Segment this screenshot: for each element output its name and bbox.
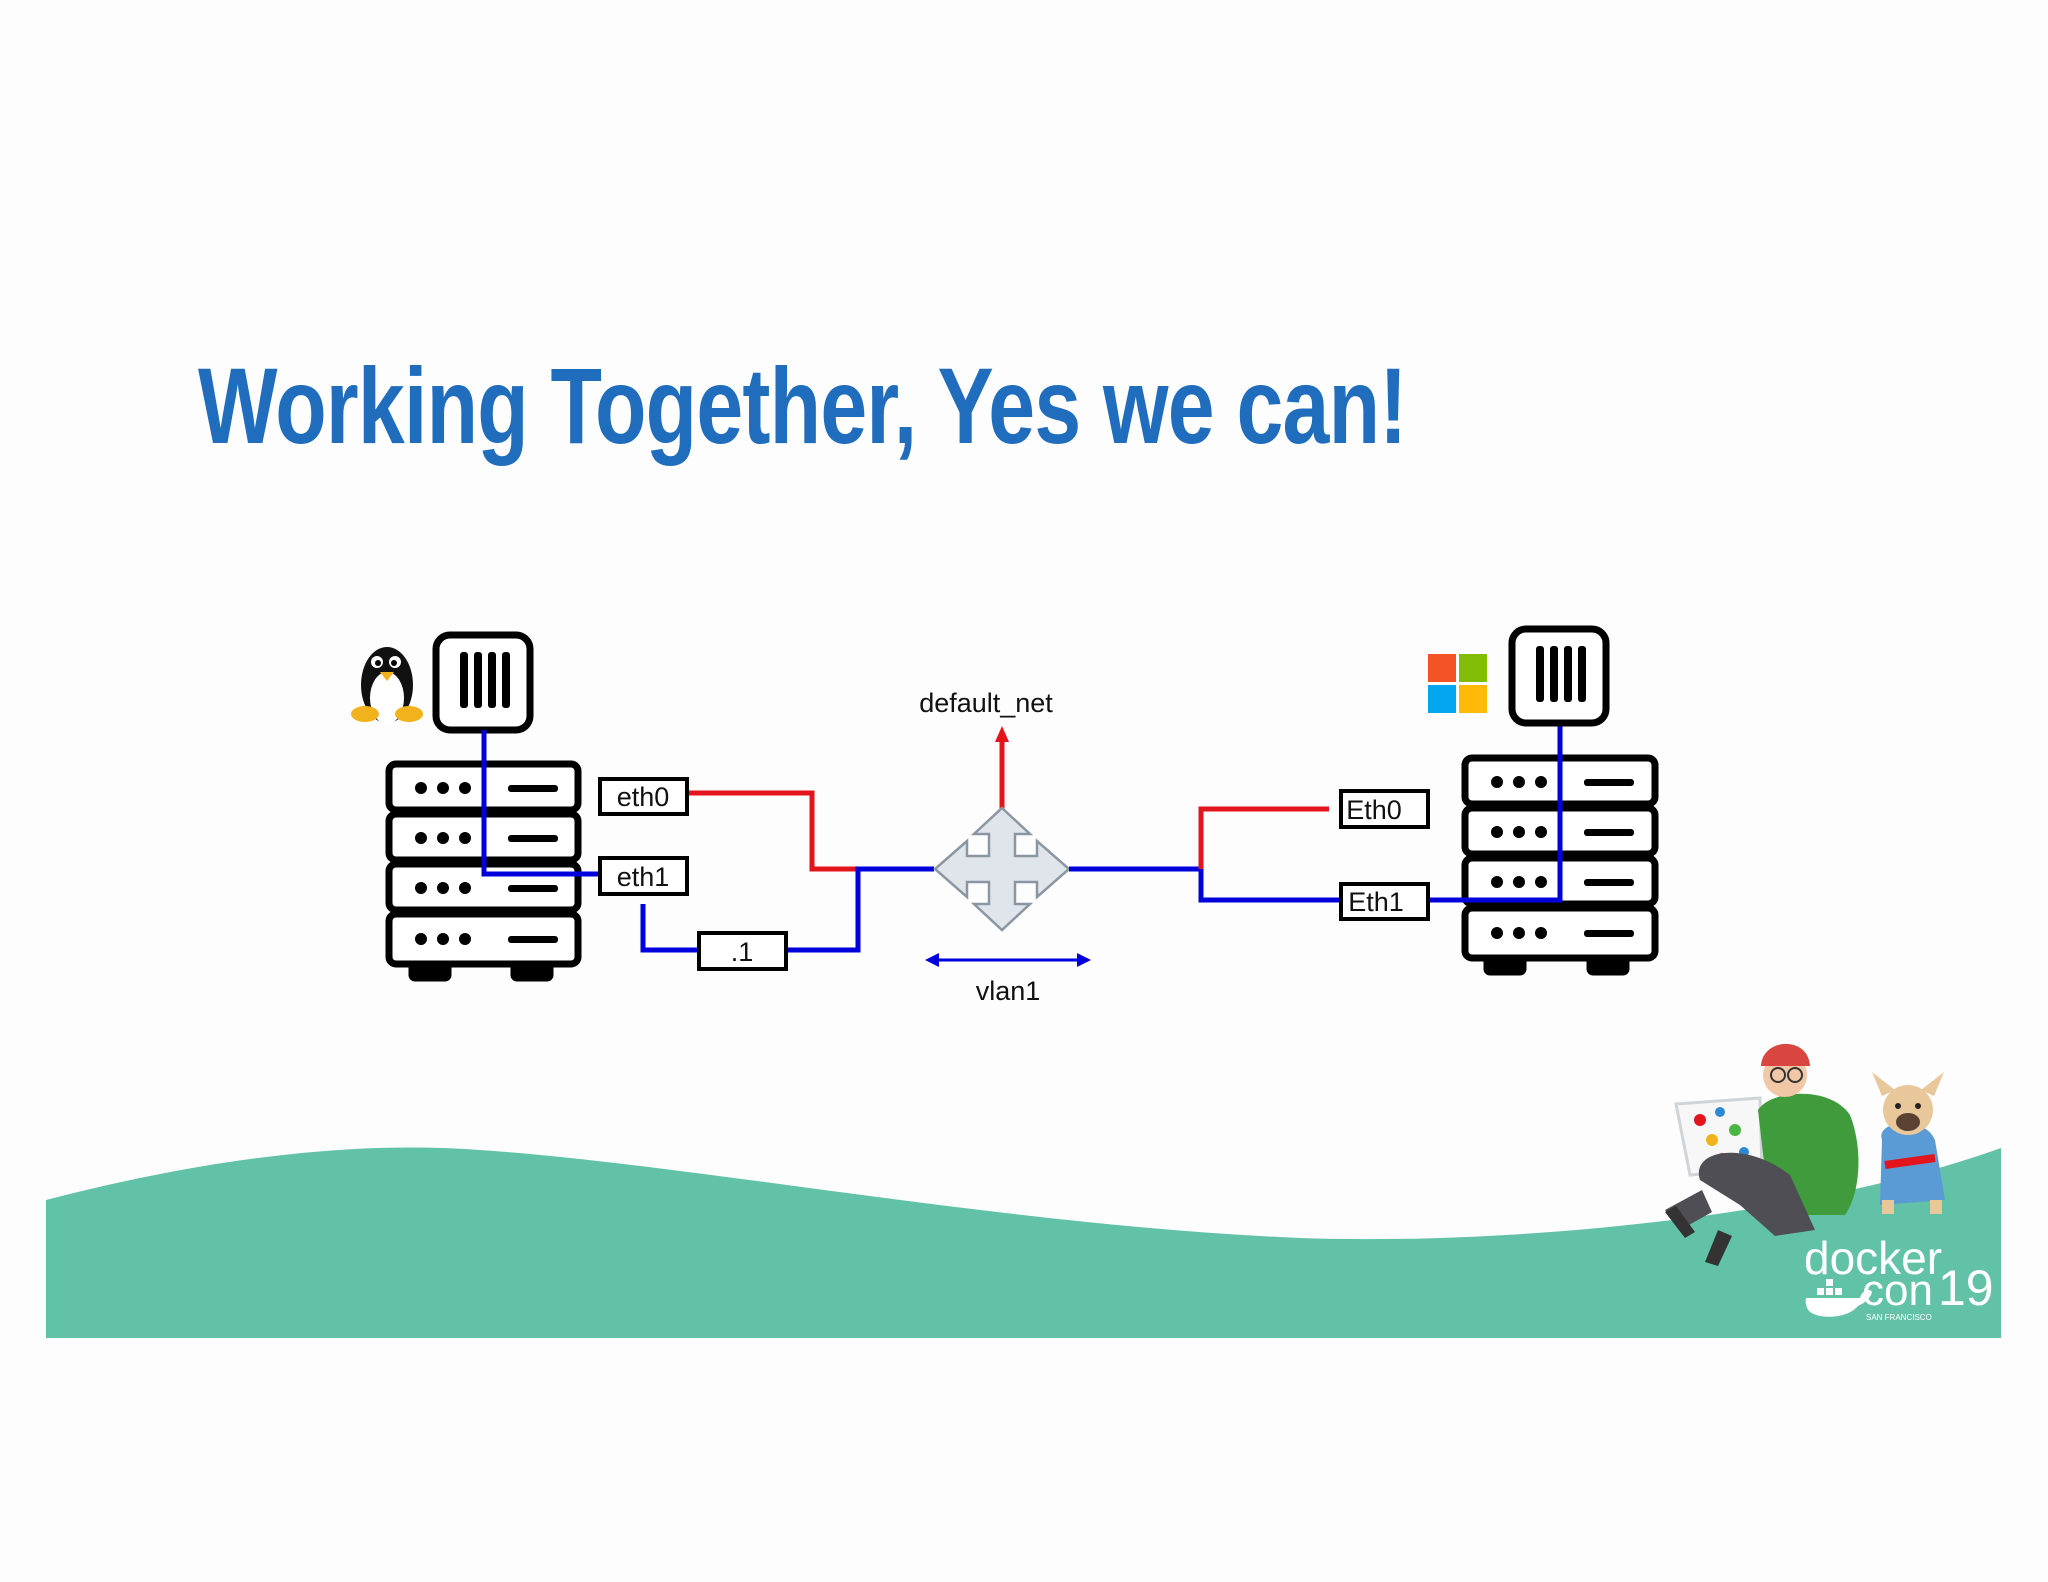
left-container-icon: [432, 631, 534, 734]
windows-logo-icon: [1428, 654, 1487, 713]
linux-penguin-icon: [351, 647, 423, 724]
svg-text:docker: docker: [1804, 1232, 1942, 1284]
svg-text:eth0: eth0: [617, 782, 670, 812]
gateway-port: .1: [697, 931, 788, 971]
svg-text:eth1: eth1: [617, 862, 670, 892]
docker-whale-icon: [1805, 1290, 1872, 1317]
dockercon-logo: docker con 19 SAN FRANCISCO: [1804, 1232, 1994, 1322]
right-default-link: [1198, 806, 1329, 869]
default-net-arrowhead: [995, 726, 1009, 742]
gateway-vlan-link: [640, 904, 697, 953]
svg-text:19: 19: [1938, 1260, 1994, 1316]
right-container-icon: [1508, 625, 1610, 727]
left-vlan-link: [787, 866, 934, 953]
left-container-link: [481, 730, 598, 877]
svg-text:Eth0: Eth0: [1346, 795, 1402, 825]
svg-text:Eth1: Eth1: [1348, 887, 1404, 917]
right-vlan-link: [1069, 866, 1339, 903]
left-rack-indicators: [415, 782, 558, 945]
svg-text:con: con: [1862, 1266, 1933, 1315]
right-eth1-port: Eth1: [1339, 882, 1430, 921]
left-eth1-port: eth1: [598, 856, 689, 896]
vlan1-left-arrowhead: [925, 953, 939, 967]
eth0-default-link: [689, 790, 858, 872]
svg-text:.1: .1: [731, 937, 754, 967]
default-net-label: default_net: [919, 688, 1053, 718]
right-eth0-port: Eth0: [1339, 789, 1430, 829]
vlan1-right-arrowhead: [1077, 953, 1091, 967]
vlan1-label: vlan1: [976, 976, 1041, 1006]
person-with-laptop-and-dog-illustration: [1665, 1043, 1945, 1266]
green-wave-background: [46, 1147, 2001, 1338]
router-arrows-icon: [933, 806, 1071, 932]
svg-text:SAN FRANCISCO: SAN FRANCISCO: [1866, 1313, 1932, 1322]
right-container-link: [1428, 723, 1563, 903]
left-eth0-port: eth0: [598, 777, 689, 816]
right-rack-indicators: [1491, 776, 1634, 939]
slide-title: Working Together, Yes we can!: [198, 345, 1407, 466]
